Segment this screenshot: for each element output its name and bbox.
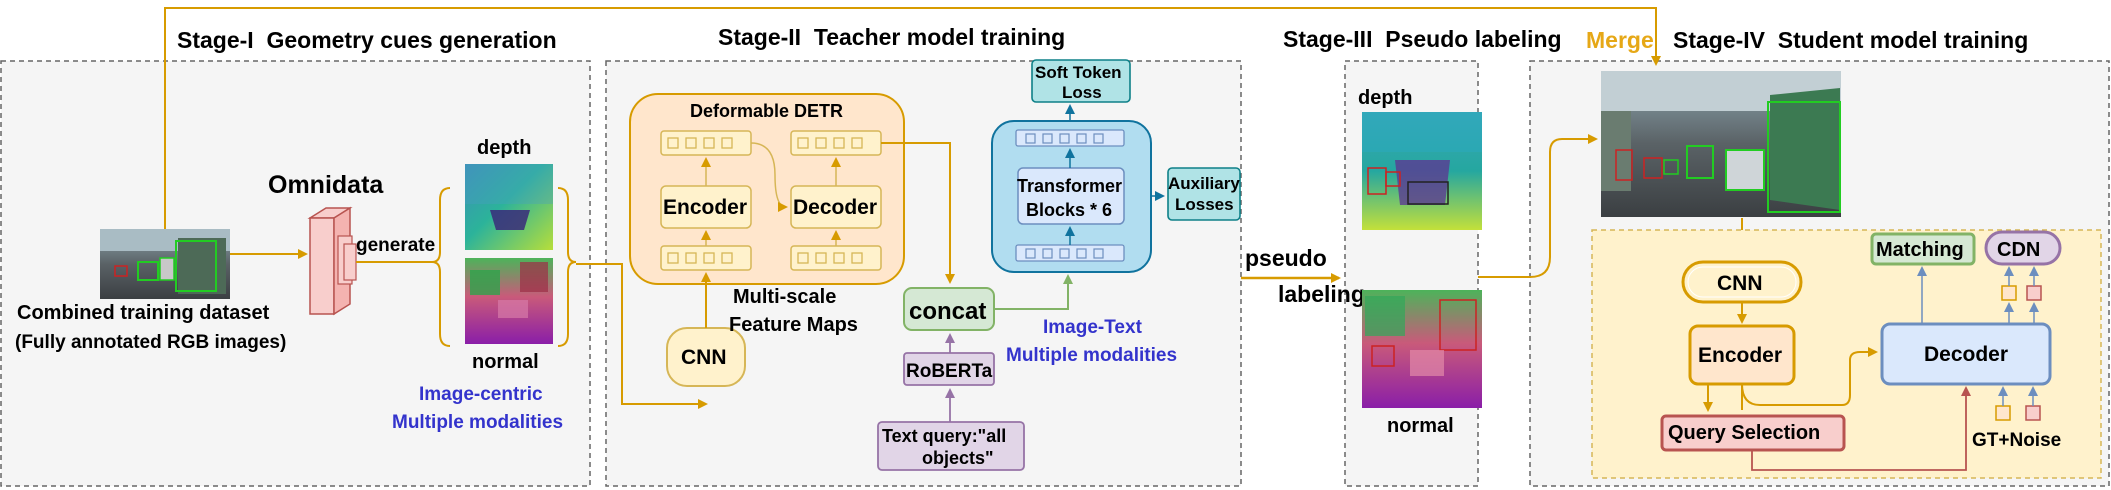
transformer-block <box>991 120 1152 273</box>
stage3-title: Stage-III Pseudo labeling <box>1283 26 1562 52</box>
detr-encoder-label: Encoder <box>663 196 747 219</box>
cdn-label: CDN <box>1997 239 2040 261</box>
transformer-label-2: Blocks * 6 <box>1026 200 1112 220</box>
student-cnn-box <box>1681 260 1803 304</box>
image-centric-label: Image-centric <box>419 384 543 405</box>
soft-token-label-2: Loss <box>1062 83 1102 102</box>
auxiliary-losses-box <box>1167 167 1241 221</box>
pseudo-depth-image <box>1362 112 1482 230</box>
student-decoder-box <box>1880 322 2052 386</box>
cdn-box <box>1984 230 2062 266</box>
detr-label: Deformable DETR <box>690 101 843 121</box>
soft-token-loss-box <box>1031 59 1131 103</box>
concat-label: concat <box>909 298 986 325</box>
detr-internal-arrows <box>701 142 841 246</box>
merge-arrow <box>164 7 1661 229</box>
query-selection-label: Query Selection <box>1668 422 1820 444</box>
matching-label: Matching <box>1876 239 1964 261</box>
student-input-image <box>1601 71 1841 217</box>
depth-map-image <box>465 164 553 250</box>
arrow-detr-concat <box>881 142 955 284</box>
gt-noise-squares <box>1995 405 2041 421</box>
detr-decoder-label: Decoder <box>793 196 877 219</box>
depth-label: depth <box>477 137 531 159</box>
omnidata-network-icon <box>307 206 357 316</box>
roberta-box <box>903 352 995 386</box>
normal-label: normal <box>472 351 539 373</box>
left-brace <box>431 187 451 347</box>
transformer-label: Transformer <box>1017 176 1122 196</box>
pseudo-depth-label: depth <box>1358 87 1412 109</box>
normal-map-image <box>465 258 553 344</box>
dataset-thumbnail <box>100 229 230 299</box>
dataset-sublabel: (Fully annotated RGB images) <box>15 332 286 353</box>
auxiliary-label-2: Losses <box>1175 195 1234 214</box>
feature-maps-label: Feature Maps <box>729 314 858 336</box>
arrow-concat-transformer <box>994 274 1073 310</box>
labeling-label: labeling <box>1278 281 1365 307</box>
stage4-title: Stage-IV Student model training <box>1673 27 2028 53</box>
image-centric-modalities: Multiple modalities <box>392 412 563 433</box>
pseudo-label: pseudo <box>1245 245 1327 271</box>
stage2-title: Stage-II Teacher model training <box>718 24 1065 50</box>
gt-noise-label: GT+Noise <box>1972 430 2061 451</box>
right-brace <box>557 187 577 347</box>
arrow-query-to-decoder <box>1751 386 1971 471</box>
student-decoder-label: Decoder <box>1924 343 2008 366</box>
pseudo-normal-label: normal <box>1387 415 1454 437</box>
generate-label: generate <box>356 235 435 256</box>
dataset-label: Combined training dataset <box>17 302 270 324</box>
multiscale-label: Multi-scale <box>733 286 836 308</box>
text-query-label: Text query:"all <box>882 426 1006 446</box>
image-text-label: Image-Text <box>1043 317 1143 338</box>
student-encoder-label: Encoder <box>1698 344 1782 367</box>
image-text-modalities: Multiple modalities <box>1006 345 1177 366</box>
text-query-box <box>877 421 1025 471</box>
auxiliary-label: Auxiliary <box>1168 174 1240 193</box>
pseudo-normal-image <box>1362 290 1482 408</box>
arrow-stage3-stage4 <box>1478 134 1598 278</box>
arrow-encoder-to-decoder <box>1741 347 1878 406</box>
query-selection-box <box>1660 414 1846 452</box>
matching-box <box>1870 232 1976 266</box>
detr-token-rows <box>660 130 882 271</box>
soft-token-label: Soft Token <box>1035 63 1122 82</box>
gt-noise-arrows <box>1998 386 2038 406</box>
decoder-output-arrows <box>2004 266 2039 324</box>
arrow-geometry-to-cnn <box>576 263 708 409</box>
teacher-cnn-label: CNN <box>681 346 727 369</box>
decoder-output-squares <box>2001 285 2042 301</box>
merge-label: Merge <box>1586 27 1654 53</box>
student-cnn-label: CNN <box>1717 272 1763 295</box>
omnidata-label: Omnidata <box>268 171 384 199</box>
text-query-label-2: objects" <box>922 448 994 468</box>
stage1-title: Stage-I Geometry cues generation <box>177 27 557 53</box>
roberta-label: RoBERTa <box>906 361 993 382</box>
